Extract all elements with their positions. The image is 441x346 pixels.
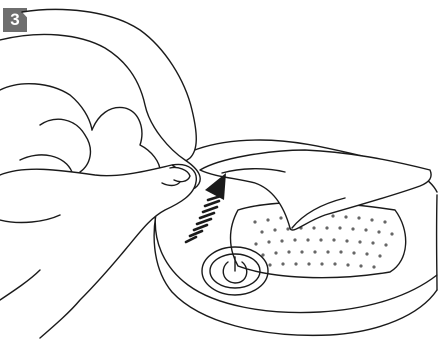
speaker-grille-icon [253, 214, 393, 268]
power-button-icon [202, 247, 268, 295]
